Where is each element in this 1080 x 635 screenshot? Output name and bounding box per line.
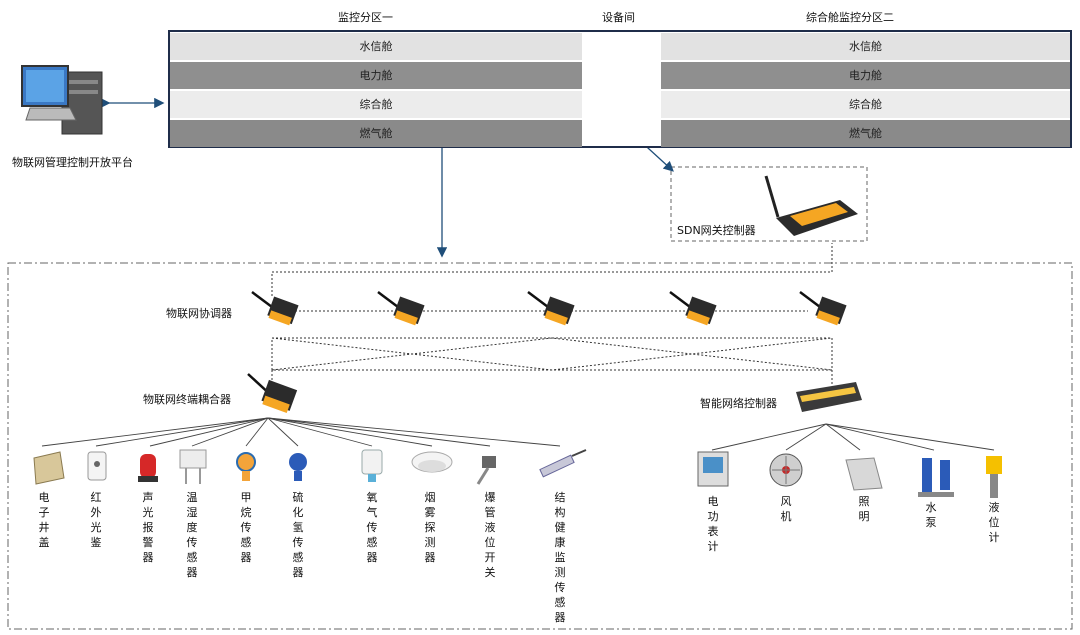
- sensor-label: 结构健康监测传感器: [554, 491, 566, 624]
- actuator-label: 液位计: [988, 501, 1000, 544]
- coordinator-label: 物联网协调器: [166, 307, 232, 320]
- sensor-label: 烟雾探测器: [424, 491, 436, 564]
- zone2-row: 燃气舱: [661, 120, 1070, 147]
- sensor-label: 氧气传感器: [366, 491, 378, 564]
- sensor-label: 声光报警器: [142, 491, 154, 564]
- sensor-label: 红外光鉴: [90, 491, 102, 549]
- zone1-row: 综合舱: [170, 91, 582, 118]
- actuator-label: 照明: [858, 495, 870, 523]
- sdn-frame: [670, 166, 868, 242]
- sensor-label: 温湿度传感器: [186, 491, 198, 579]
- sensor-label: 甲烷传感器: [240, 491, 252, 564]
- sensor-label: 硫化氢传感器: [292, 491, 304, 579]
- zone1-row: 电力舱: [170, 62, 582, 89]
- zone2-row: 水信舱: [661, 33, 1070, 60]
- smart-controller-label: 智能网络控制器: [700, 397, 777, 410]
- sdn-label: SDN网关控制器: [677, 224, 756, 237]
- monitoring-zones-panel: 水信舱 电力舱 综合舱 燃气舱 水信舱 电力舱 综合舱 燃气舱: [168, 30, 1072, 148]
- field-network-frame: [7, 262, 1073, 630]
- sensor-label: 电子井盖: [38, 491, 50, 549]
- zone2-title: 综合舱监控分区二: [806, 11, 894, 24]
- zone1-row: 燃气舱: [170, 120, 582, 147]
- zone1-row: 水信舱: [170, 33, 582, 60]
- coupler-label: 物联网终端耦合器: [143, 393, 231, 406]
- platform-label: 物联网管理控制开放平台: [12, 156, 133, 169]
- zone2-row: 电力舱: [661, 62, 1070, 89]
- actuator-label: 电功表计: [707, 495, 719, 553]
- zone2-row: 综合舱: [661, 91, 1070, 118]
- actuator-label: 风机: [780, 495, 792, 523]
- equipment-room-title: 设备间: [602, 11, 635, 24]
- sensor-label: 爆管液位开关: [484, 491, 496, 579]
- actuator-label: 水泵: [925, 501, 937, 529]
- zone1-title: 监控分区一: [338, 11, 393, 24]
